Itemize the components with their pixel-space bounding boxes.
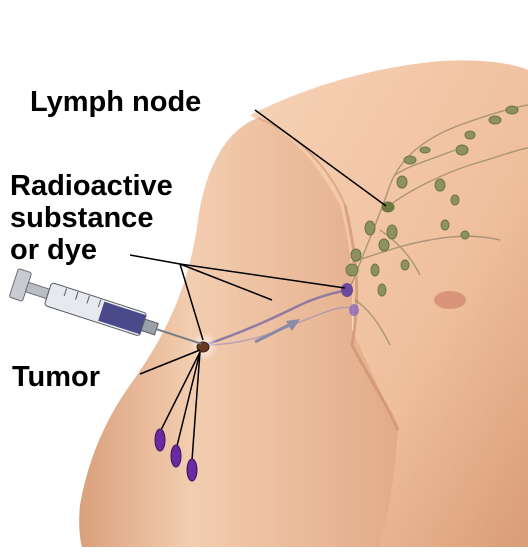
substance-label-line1: Radioactive xyxy=(10,170,173,202)
nipple xyxy=(434,291,466,309)
tumor-label: Tumor xyxy=(12,363,100,392)
substance-label-line3: or dye xyxy=(10,234,173,266)
substance-label-line2: substance xyxy=(10,202,173,234)
sentinel-node xyxy=(341,283,353,297)
lymph-node-label: Lymph node xyxy=(30,88,201,117)
substance-label: Radioactive substance or dye xyxy=(10,170,173,266)
